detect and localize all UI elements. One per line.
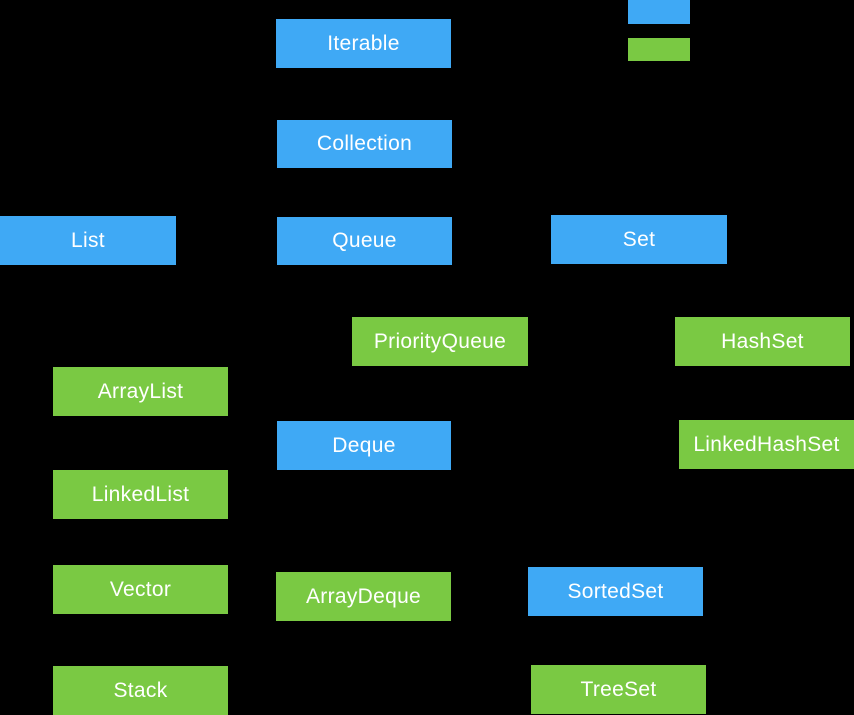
node-sortedset: SortedSet	[528, 567, 703, 616]
node-label: Collection	[316, 132, 413, 155]
node-treeset: TreeSet	[531, 665, 706, 714]
node-label: Set	[622, 227, 656, 251]
node-collection: Collection	[277, 120, 452, 168]
node-arraylist: ArrayList	[53, 367, 228, 416]
node-set: Set	[551, 215, 727, 264]
node-label: ArrayList	[97, 379, 184, 403]
node-label: LinkedList	[91, 482, 190, 506]
node-arraydeque: ArrayDeque	[276, 572, 451, 621]
legend-class-swatch	[628, 38, 690, 61]
node-linkedhashset: LinkedHashSet	[679, 420, 854, 469]
node-stack: Stack	[53, 666, 228, 715]
node-label: TreeSet	[580, 677, 657, 701]
node-label: Deque	[332, 433, 396, 457]
node-label: LinkedHashSet	[693, 432, 840, 456]
node-label: PriorityQueue	[373, 329, 507, 353]
node-label: Iterable	[327, 31, 400, 55]
legend-interface-swatch	[628, 0, 690, 24]
node-label: Queue	[332, 229, 397, 252]
node-deque: Deque	[277, 421, 451, 470]
node-label: Stack	[113, 678, 168, 702]
node-vector: Vector	[53, 565, 228, 614]
node-label: HashSet	[721, 329, 804, 353]
node-label: ArrayDeque	[305, 584, 422, 608]
node-linkedlist: LinkedList	[53, 470, 228, 519]
node-list: List	[0, 216, 176, 265]
node-label: Vector	[109, 577, 172, 601]
node-priorityqueue: PriorityQueue	[352, 317, 528, 366]
node-label: List	[71, 228, 105, 252]
node-label: SortedSet	[567, 579, 664, 603]
node-hashset: HashSet	[675, 317, 850, 366]
node-iterable: Iterable	[276, 19, 451, 68]
node-queue: Queue	[277, 217, 452, 265]
